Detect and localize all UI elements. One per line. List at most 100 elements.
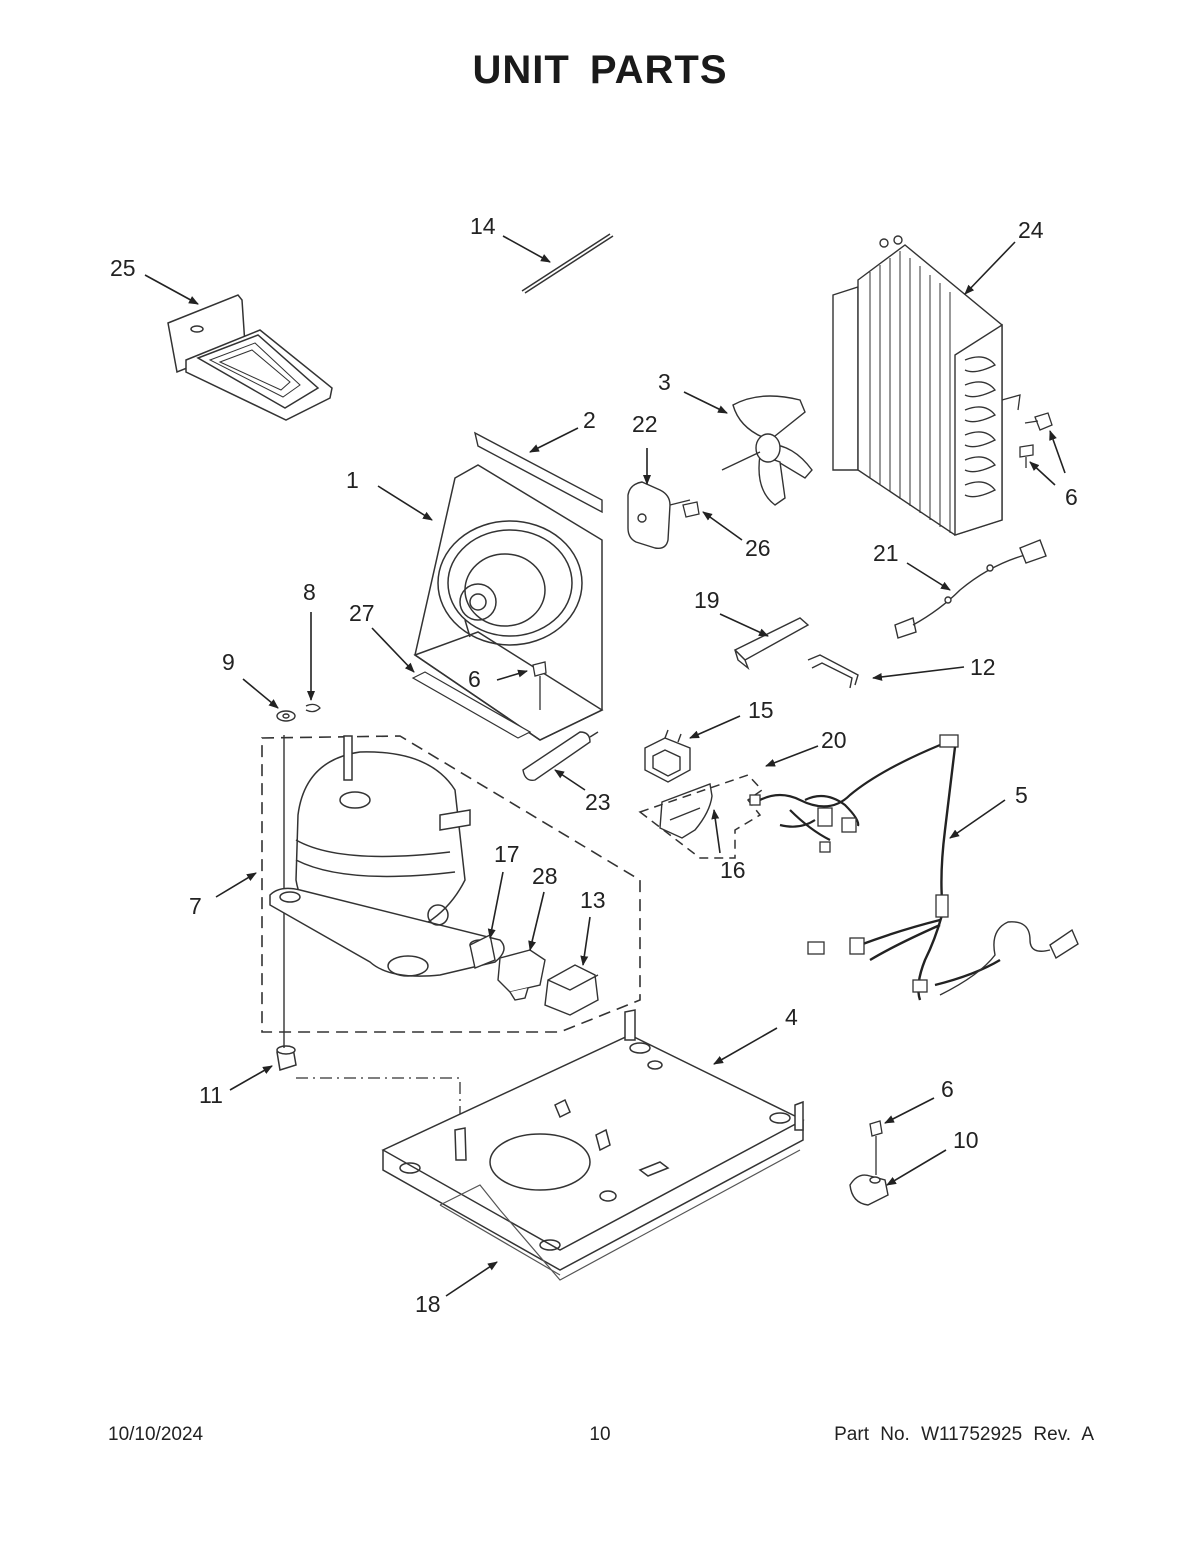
arrow-6a [1049, 430, 1066, 474]
part-screw-10 [869, 1120, 883, 1175]
dashed-group-20-16 [638, 774, 764, 859]
part-wire-tie [521, 233, 614, 294]
callout-15: 15 [748, 697, 774, 723]
part-relay-15 [644, 729, 691, 783]
callout-27: 27 [349, 600, 375, 626]
arrow-2 [529, 427, 579, 453]
callout-6b: 6 [468, 666, 481, 692]
callout-1: 1 [346, 467, 359, 493]
part-17 [469, 933, 496, 969]
arrow-28 [528, 891, 545, 951]
mount-dash-line [296, 1077, 461, 1130]
callout-22: 22 [632, 411, 658, 437]
footer-date: 10/10/2024 [108, 1424, 204, 1445]
arrow-14 [502, 235, 551, 263]
callout-9: 9 [222, 649, 235, 675]
part-base-plate [381, 1009, 805, 1271]
part-tube-12 [807, 654, 859, 689]
arrow-21 [906, 562, 951, 591]
arrow-6d [884, 1097, 935, 1124]
arrow-9 [242, 678, 279, 709]
part-gasket-strip [473, 431, 603, 514]
part-fan-blade [721, 395, 813, 506]
callout-7: 7 [189, 893, 202, 919]
arrow-1 [377, 485, 433, 521]
part-screw-shroud [532, 661, 547, 710]
callout-14: 14 [470, 213, 496, 239]
part-thermistor-harness [894, 539, 1047, 639]
callout-numbers: 1 2 3 4 5 6 6 6 6 7 8 9 10 11 12 13 14 1… [110, 213, 1078, 1317]
arrow-13 [580, 916, 591, 966]
footer-page-number: 10 [589, 1424, 611, 1445]
callout-8: 8 [303, 579, 316, 605]
part-power-harness-5 [859, 746, 1001, 1001]
footer-part-number: Part No. W11752925 Rev. A [834, 1424, 1094, 1445]
part-screw-condenser [1019, 412, 1053, 468]
callout-11: 11 [199, 1082, 223, 1108]
callout-18: 18 [415, 1291, 441, 1317]
part-connectors-5 [807, 894, 949, 993]
arrow-20 [765, 745, 819, 767]
part-bracket-10 [849, 1174, 889, 1206]
page-title: UNIT PARTS [472, 48, 728, 92]
arrow-4 [713, 1027, 778, 1065]
arrow-25 [144, 274, 199, 305]
part-condenser [832, 235, 1021, 536]
arrow-11 [229, 1065, 273, 1091]
arrow-7 [215, 872, 257, 898]
callout-6c: 6 [941, 1076, 954, 1102]
callout-26: 26 [745, 535, 771, 561]
part-drain-pan [167, 294, 333, 421]
part-mount-11 [276, 1045, 297, 1071]
callout-25: 25 [110, 255, 136, 281]
part-fan-shroud [413, 464, 604, 741]
arrow-12 [872, 666, 965, 681]
part-insulation-18 [439, 1149, 801, 1281]
arrow-6b [1029, 461, 1056, 486]
part-clip-8 [305, 703, 321, 713]
arrow-27 [371, 627, 415, 673]
callout-12: 12 [970, 654, 996, 680]
part-connectors-20 [749, 734, 959, 853]
callout-13: 13 [580, 887, 606, 913]
callout-2: 2 [583, 407, 596, 433]
part-insulation-27 [411, 671, 532, 739]
part-power-cord-5 [939, 921, 1079, 996]
callout-10: 10 [953, 1127, 979, 1153]
arrow-5 [949, 799, 1006, 839]
arrow-3 [683, 391, 728, 414]
callout-17: 17 [494, 841, 520, 867]
callout-19: 19 [694, 587, 720, 613]
callout-21: 21 [873, 540, 899, 566]
arrow-17 [487, 871, 504, 939]
arrow-24 [964, 241, 1016, 295]
part-19 [733, 617, 810, 671]
part-compressor [269, 735, 505, 977]
leader-arrows [144, 235, 1066, 1297]
callout-3: 3 [658, 369, 671, 395]
arrow-26 [702, 511, 743, 541]
part-wiring-harness-20 [759, 738, 959, 841]
arrow-18 [445, 1261, 498, 1297]
callout-5: 5 [1015, 782, 1028, 808]
callout-16: 16 [720, 857, 746, 883]
part-start-relay-13 [544, 964, 599, 1016]
arrow-15 [689, 715, 741, 739]
arrow-10 [886, 1149, 947, 1186]
callout-6a: 6 [1065, 484, 1078, 510]
callout-23: 23 [585, 789, 611, 815]
arrow-19 [719, 613, 769, 637]
arrow-23 [554, 769, 586, 791]
part-fan-motor [627, 481, 691, 550]
callout-20: 20 [821, 727, 847, 753]
dashed-group-7 [261, 735, 641, 1033]
part-bracket-16 [659, 783, 713, 839]
callout-4: 4 [785, 1004, 798, 1030]
callout-28: 28 [532, 863, 558, 889]
part-drier-23 [522, 731, 599, 781]
part-grommet-9 [276, 710, 296, 722]
arrow-16 [711, 809, 721, 854]
part-overload-28 [497, 949, 546, 1001]
part-screw-26 [682, 501, 700, 518]
